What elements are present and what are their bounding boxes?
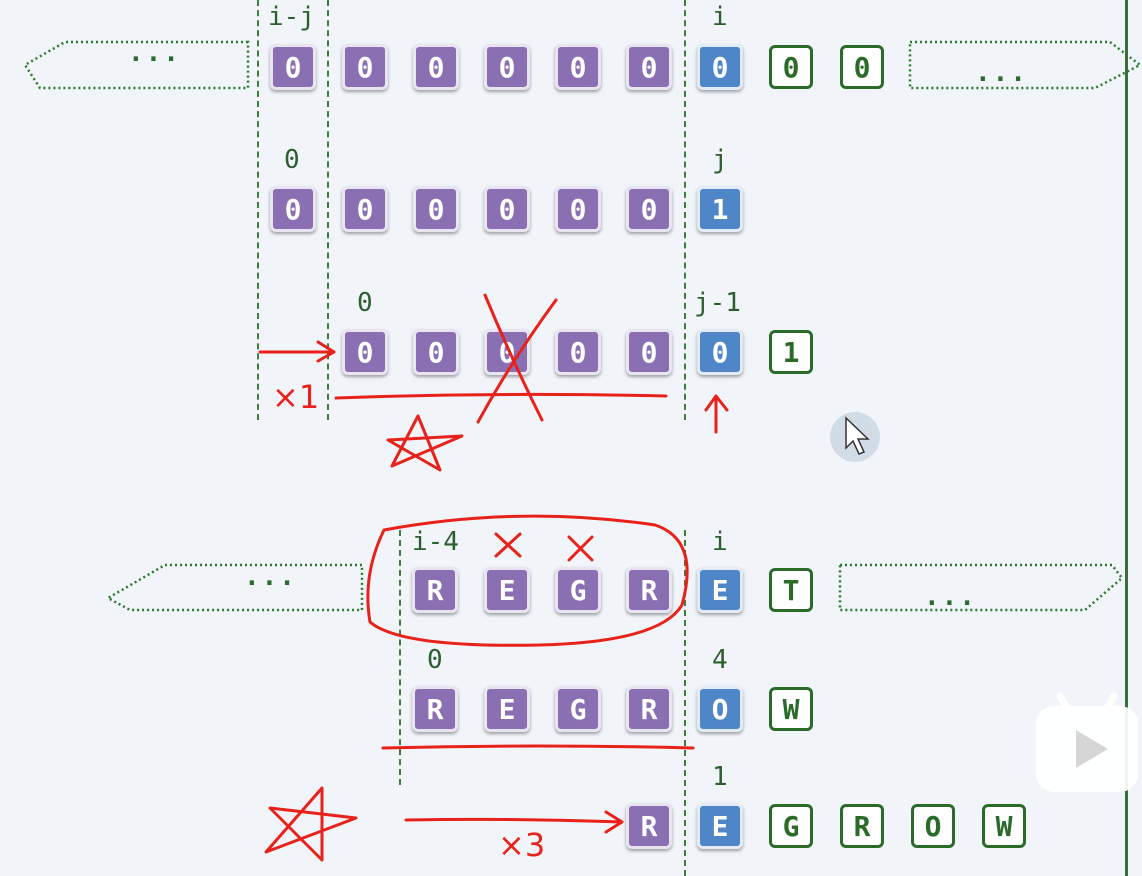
- label-i-minus-4: i-4: [412, 527, 459, 557]
- cell-r5-p3: R: [626, 686, 672, 732]
- circle-highlight: [366, 514, 689, 647]
- play-watermark-icon: [1036, 692, 1138, 792]
- guide-line-left: [257, 0, 259, 420]
- underline-row5: [381, 744, 695, 750]
- cell-r1-p4: 0: [555, 44, 601, 90]
- cell-r1-p3: 0: [484, 44, 530, 90]
- cell-r1-blue: 0: [697, 44, 743, 90]
- label-i-bottom: i: [712, 527, 728, 557]
- cell-r2-blue: 1: [697, 186, 743, 232]
- cell-r4-g0: T: [769, 568, 813, 612]
- label-i-minus-j: i-j: [268, 2, 315, 32]
- cell-r6-g0: G: [769, 804, 813, 848]
- label-zero-row3: 0: [357, 288, 373, 318]
- cell-r5-p0: R: [412, 686, 458, 732]
- label-j-minus-1: j-1: [694, 288, 741, 318]
- cell-r5-p2: G: [555, 686, 601, 732]
- ellipsis-bottom-right: ...: [924, 582, 977, 612]
- cell-r2-p5: 0: [626, 186, 672, 232]
- cross-icon: [494, 532, 522, 558]
- cell-r4-blue: E: [697, 567, 743, 613]
- cell-r3-p4: 0: [626, 329, 672, 375]
- cell-r6-g1: R: [840, 804, 884, 848]
- label-one: 1: [712, 762, 728, 792]
- guide-line-mid: [327, 0, 329, 420]
- cell-r2-p3: 0: [484, 186, 530, 232]
- guide-line-left-bottom: [399, 530, 401, 785]
- cell-r5-blue: O: [697, 686, 743, 732]
- cross-icon: [483, 293, 544, 422]
- cross-icon: [476, 298, 558, 424]
- cell-r3-p1: 0: [413, 329, 459, 375]
- arrow-icon: [258, 340, 336, 363]
- cell-r3-blue: 0: [697, 329, 743, 375]
- label-zero-row2: 0: [284, 145, 300, 175]
- cell-r4-p0: R: [412, 567, 458, 613]
- mouse-cursor-icon: [830, 412, 880, 462]
- ellipsis-top-right: ...: [975, 58, 1028, 88]
- cell-r3-p0: 0: [342, 329, 388, 375]
- cell-r1-p1: 0: [342, 44, 388, 90]
- label-four: 4: [712, 645, 728, 675]
- cell-r3-p3: 0: [555, 329, 601, 375]
- ellipsis-bottom-left: ...: [244, 562, 297, 592]
- ellipsis-top-left: ...: [128, 38, 181, 68]
- star-icon: [386, 414, 464, 472]
- right-edge-bar: [1125, 0, 1128, 876]
- label-j: j: [712, 145, 728, 175]
- cell-r4-p1: E: [484, 567, 530, 613]
- cross-icon: [567, 535, 594, 562]
- cell-r6-g2: O: [911, 804, 955, 848]
- shift-label-1: ×1: [272, 378, 319, 416]
- guide-line-right-bottom: [684, 530, 686, 876]
- cell-r6-g3: W: [982, 804, 1026, 848]
- cell-r2-p0: 0: [270, 186, 316, 232]
- banner-left-bottom: [105, 563, 364, 612]
- label-zero-row5: 0: [427, 645, 443, 675]
- cell-r5-p1: E: [484, 686, 530, 732]
- cell-r2-p1: 0: [342, 186, 388, 232]
- underline-row3: [334, 392, 668, 400]
- banner-right-bottom: [838, 563, 1124, 612]
- label-i-top: i: [712, 2, 728, 32]
- cell-r1-p2: 0: [413, 44, 459, 90]
- cell-r1-p0: 0: [270, 44, 316, 90]
- arrow-icon: [404, 810, 624, 834]
- cell-r1-g1: 0: [840, 45, 884, 89]
- cell-r3-g0: 1: [769, 330, 813, 374]
- shift-label-3: ×3: [498, 826, 545, 864]
- cell-r2-p4: 0: [555, 186, 601, 232]
- cell-r4-p2: G: [555, 567, 601, 613]
- cell-r1-g0: 0: [769, 45, 813, 89]
- cell-r6-blue: E: [697, 803, 743, 849]
- star-icon: [264, 786, 358, 862]
- arrow-icon: [704, 394, 729, 434]
- cell-r6-p0: R: [626, 803, 672, 849]
- cell-r1-p5: 0: [626, 44, 672, 90]
- cell-r2-p2: 0: [413, 186, 459, 232]
- guide-line-right-top: [684, 0, 686, 420]
- banner-right-top: [908, 40, 1142, 90]
- cell-r4-p3: R: [626, 567, 672, 613]
- cell-r5-g0: W: [769, 687, 813, 731]
